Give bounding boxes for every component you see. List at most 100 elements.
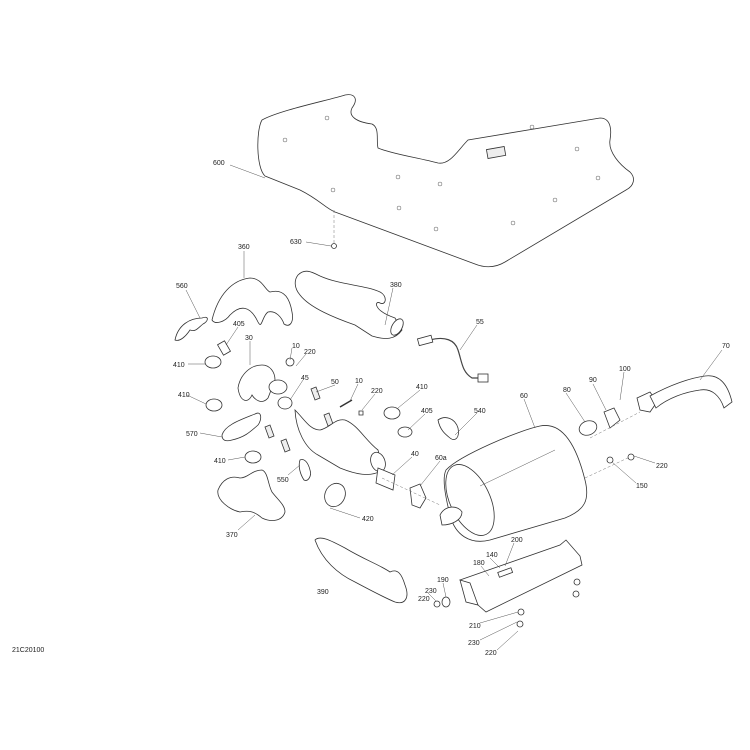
callout-100-23: 100 [619, 366, 631, 373]
leader-line-5 [225, 326, 239, 346]
leader-line-12 [315, 384, 336, 393]
callout-10-7: 10 [292, 343, 300, 350]
leader-line-16 [397, 389, 421, 409]
leader-line-15 [186, 394, 207, 405]
callout-190-37: 190 [437, 577, 449, 584]
skid-plate-600 [257, 94, 634, 268]
leader-line-7 [289, 347, 293, 361]
callout-140-34: 140 [486, 552, 498, 559]
reference-code: 21C20100 [12, 647, 44, 654]
heat-shield-560 [174, 316, 208, 341]
leader-line-27 [391, 456, 413, 476]
leader-line-10 [459, 324, 478, 351]
callout-200-33: 200 [511, 537, 523, 544]
catalytic-pipe-40 [294, 408, 396, 491]
leader-line-40 [479, 611, 519, 624]
clamps [204, 340, 413, 508]
callout-45-11: 45 [301, 375, 309, 382]
leader-line-24 [699, 349, 723, 381]
heat-shield-390 [314, 537, 408, 604]
leader-line-1 [305, 241, 332, 247]
callout-30-6: 30 [245, 335, 253, 342]
callout-230-41: 230 [468, 640, 480, 647]
callout-570-19: 570 [186, 431, 198, 438]
leader-line-29 [633, 455, 656, 464]
callout-600-0: 600 [213, 160, 225, 167]
leader-line-17 [407, 413, 426, 431]
leader-line-19 [199, 432, 223, 438]
callout-60a-28: 60a [435, 455, 447, 462]
callout-405-5: 405 [233, 321, 245, 328]
callout-410-25: 410 [214, 458, 226, 465]
tailpipe-parts [578, 375, 733, 479]
callout-80-21: 80 [563, 387, 571, 394]
callout-540-18: 540 [474, 408, 486, 415]
leader-line-3 [384, 287, 394, 326]
callout-405-17: 405 [421, 408, 433, 415]
callout-90-22: 90 [589, 377, 597, 384]
leader-line-32 [237, 514, 256, 531]
callout-380-3: 380 [390, 282, 402, 289]
leader-line-22 [592, 383, 607, 411]
callout-220-8: 220 [304, 349, 316, 356]
exhaust-manifold-30 [237, 357, 295, 410]
leader-lines [185, 164, 723, 651]
leader-line-25 [227, 456, 246, 461]
leader-line-42 [496, 630, 519, 651]
callout-210-40: 210 [469, 623, 481, 630]
heat-shield-550 [298, 459, 311, 481]
callout-220-39: 220 [418, 596, 430, 603]
callout-70-24: 70 [722, 343, 730, 350]
bracket-200 [433, 539, 583, 628]
leader-line-28 [419, 460, 441, 487]
heat-shield-360 [211, 277, 293, 326]
callout-410-15: 410 [178, 392, 190, 399]
leader-line-14 [361, 393, 376, 411]
callout-410-16: 410 [416, 384, 428, 391]
leader-line-33 [504, 542, 515, 567]
leader-line-23 [619, 371, 625, 401]
callout-220-14: 220 [371, 388, 383, 395]
leader-line-18 [454, 412, 478, 436]
callout-60-20: 60 [520, 393, 528, 400]
leader-line-11 [289, 379, 304, 401]
callout-420-31: 420 [362, 516, 374, 523]
leader-line-8 [295, 353, 307, 367]
leader-line-35 [480, 565, 490, 577]
heat-shield-370 [217, 469, 286, 521]
callout-230-38: 230 [425, 588, 437, 595]
leader-line-37 [442, 582, 447, 598]
leader-line-34 [489, 557, 501, 569]
callout-50-12: 50 [331, 379, 339, 386]
callout-220-42: 220 [485, 650, 497, 657]
callout-360-2: 360 [238, 244, 250, 251]
callout-370-32: 370 [226, 532, 238, 539]
heat-shield-570 [221, 412, 262, 442]
callout-410-9: 410 [173, 362, 185, 369]
leader-line-26 [287, 464, 301, 476]
fastener-630 [331, 243, 337, 249]
callout-550-26: 550 [277, 477, 289, 484]
callout-390-36: 390 [317, 589, 329, 596]
heat-shield-380 [294, 270, 404, 339]
leader-line-4 [185, 289, 201, 319]
leader-line-21 [565, 392, 586, 423]
leader-line-31 [329, 507, 361, 519]
callout-630-1: 630 [290, 239, 302, 246]
leader-line-30 [611, 461, 637, 484]
leader-line-41 [479, 621, 518, 641]
clamp-60a [409, 483, 427, 509]
leader-line-0 [229, 164, 266, 179]
o2-sensor-55 [416, 334, 489, 383]
callout-150-30: 150 [636, 483, 648, 490]
callout-40-27: 40 [411, 451, 419, 458]
heat-shield-540 [437, 417, 459, 440]
leader-line-38 [427, 592, 437, 602]
callout-55-10: 55 [476, 319, 484, 326]
leader-line-20 [523, 398, 536, 429]
leader-line-13 [349, 383, 359, 402]
callout-10-13: 10 [355, 378, 363, 385]
muffler-60 [381, 425, 588, 542]
